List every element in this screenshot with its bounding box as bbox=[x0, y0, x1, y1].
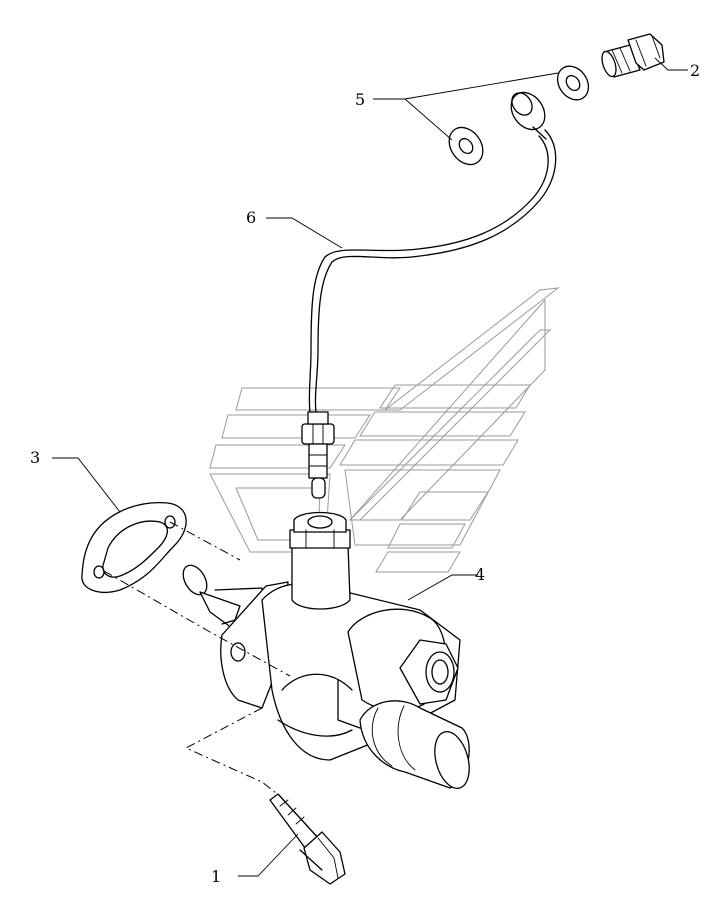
sealing-washer-lower bbox=[448, 126, 484, 166]
pump-gasket bbox=[81, 501, 187, 593]
fuel-lift-pump bbox=[182, 511, 470, 789]
banjo-bolt bbox=[601, 33, 665, 78]
watermark-logo bbox=[209, 287, 560, 573]
callout-1: 1 bbox=[211, 867, 221, 886]
sealing-washer-upper bbox=[556, 65, 590, 101]
flange-bolt bbox=[269, 793, 346, 885]
callout-5: 5 bbox=[355, 90, 365, 109]
callout-4: 4 bbox=[475, 565, 485, 584]
callout-3: 3 bbox=[30, 448, 40, 467]
callout-2: 2 bbox=[690, 61, 700, 80]
callout-leaders bbox=[52, 57, 688, 877]
assembly-centerlines bbox=[103, 521, 291, 797]
fuel-pipe bbox=[301, 91, 557, 499]
callout-6: 6 bbox=[246, 208, 256, 227]
